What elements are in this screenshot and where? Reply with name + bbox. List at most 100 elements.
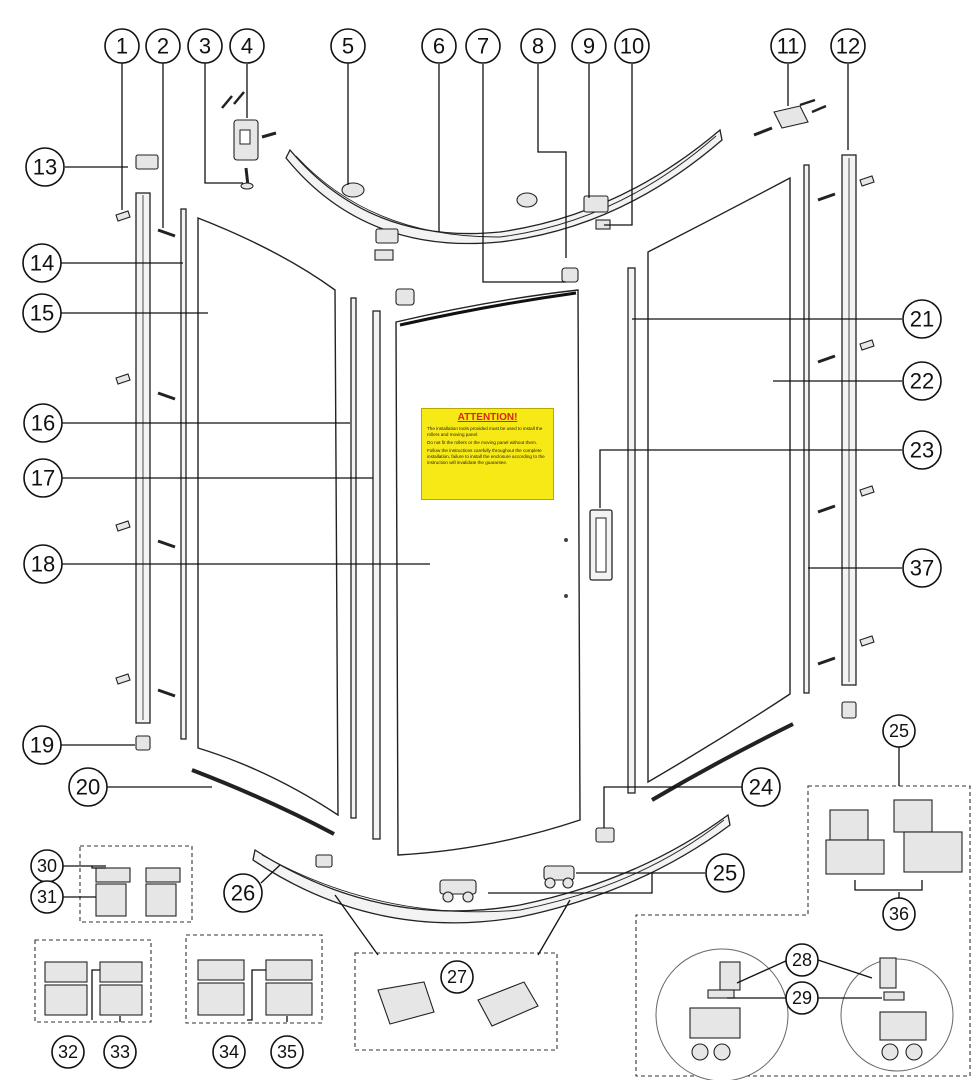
callout-14: 14	[22, 243, 62, 283]
warning-line-2: Do not fit the rollers or the moving pan…	[427, 440, 538, 445]
svg-text:6: 6	[433, 34, 445, 59]
callout-18: 18	[23, 544, 63, 584]
warning-line-1: The installation tools provided must be …	[427, 426, 543, 437]
rail-bracket-center	[374, 228, 399, 261]
right-glass-profile-21	[627, 267, 636, 794]
bottom-seal-right	[650, 722, 794, 802]
svg-text:36: 36	[889, 904, 909, 924]
callout-25: 25	[705, 853, 745, 893]
detail-box-34-35	[185, 934, 323, 1024]
callout-37: 37	[902, 548, 942, 588]
callout-23: 23	[902, 430, 942, 470]
left-wall-profile	[135, 192, 151, 724]
door-top-rollers	[395, 267, 579, 306]
svg-text:1: 1	[116, 34, 128, 59]
callout-13: 13	[25, 147, 65, 187]
right-wall-plugs-screws	[817, 175, 875, 666]
svg-text:5: 5	[342, 34, 354, 59]
left-wall-plugs-screws	[115, 210, 176, 698]
svg-text:33: 33	[110, 1042, 130, 1062]
callout-27: 27	[440, 960, 474, 994]
callout-21: 21	[902, 299, 942, 339]
callout-17: 17	[23, 458, 63, 498]
svg-text:29: 29	[792, 988, 812, 1008]
warning-line-3: Follow the instructions carefully throug…	[427, 448, 545, 465]
svg-text:9: 9	[583, 34, 595, 59]
detail-box-32-33	[34, 939, 152, 1023]
svg-text:15: 15	[30, 301, 54, 326]
right-profile-bottom-cap	[841, 701, 857, 719]
warning-title: ATTENTION!	[457, 412, 518, 423]
callout-34: 34	[212, 1035, 246, 1069]
top-right-bracket-11	[753, 98, 827, 137]
callout-26: 26	[223, 873, 263, 913]
top-curved-rail	[285, 128, 723, 245]
left-profile-bottom-cap	[135, 735, 151, 751]
svg-text:4: 4	[241, 34, 253, 59]
svg-text:8: 8	[532, 34, 544, 59]
callout-19: 19	[22, 725, 62, 765]
callout-24: 24	[741, 767, 781, 807]
bottom-rollers-25	[439, 865, 575, 903]
sliding-door-panel	[395, 289, 581, 856]
svg-text:7: 7	[477, 34, 489, 59]
svg-text:37: 37	[910, 556, 934, 581]
svg-text:31: 31	[37, 887, 57, 907]
svg-text:17: 17	[31, 466, 55, 491]
leader-lines	[60, 61, 902, 1022]
svg-text:12: 12	[836, 34, 860, 59]
svg-text:35: 35	[277, 1042, 297, 1062]
top-left-bracket-4	[221, 91, 277, 161]
callout-10: 10	[614, 28, 650, 64]
callout-22: 22	[902, 361, 942, 401]
svg-text:24: 24	[749, 775, 773, 800]
svg-text:34: 34	[219, 1042, 239, 1062]
svg-text:25: 25	[713, 861, 737, 886]
callout-20: 20	[68, 767, 108, 807]
detail-box-30-31	[79, 845, 193, 923]
svg-text:20: 20	[76, 775, 100, 800]
callout-30: 30	[30, 849, 64, 883]
svg-text:14: 14	[30, 251, 54, 276]
detail-box-27	[334, 894, 571, 1051]
rail-bracket-right	[583, 195, 611, 230]
svg-text:10: 10	[620, 34, 644, 59]
svg-text:23: 23	[910, 438, 934, 463]
svg-text:26: 26	[231, 881, 255, 906]
callout-25-detail: 25	[882, 714, 916, 748]
callout-3: 3	[187, 28, 223, 64]
top-left-screw-3	[240, 167, 254, 190]
callout-35: 35	[270, 1035, 304, 1069]
callout-33: 33	[103, 1035, 137, 1069]
callout-9: 9	[571, 28, 607, 64]
callout-32: 32	[51, 1035, 85, 1069]
svg-text:11: 11	[777, 34, 800, 59]
callout-28: 28	[785, 943, 819, 977]
right-fixed-glass-panel	[647, 176, 791, 784]
svg-text:27: 27	[447, 967, 467, 987]
callout-1: 1	[104, 28, 140, 64]
callout-12: 12	[830, 28, 866, 64]
svg-text:32: 32	[58, 1042, 78, 1062]
svg-text:28: 28	[792, 950, 812, 970]
right-wall-profile	[841, 154, 857, 686]
svg-text:21: 21	[910, 307, 934, 332]
bottom-curved-tray	[252, 813, 731, 924]
attention-warning-label: ATTENTION! The installation tools provid…	[421, 408, 554, 500]
door-handle	[589, 509, 613, 581]
left-profile-top-cap	[135, 154, 159, 170]
bottom-guide-24	[315, 827, 615, 868]
callout-15: 15	[22, 293, 62, 333]
svg-text:2: 2	[157, 34, 169, 59]
svg-text:19: 19	[30, 733, 54, 758]
callout-4: 4	[229, 28, 265, 64]
left-fixed-glass-panel	[197, 216, 339, 817]
rail-end-caps	[341, 182, 538, 208]
left-glass-profile-17	[372, 310, 381, 840]
callout-6: 6	[421, 28, 457, 64]
left-seal-strip	[180, 208, 187, 740]
callout-16: 16	[23, 403, 63, 443]
detail-box-rollers	[635, 785, 971, 1082]
svg-text:16: 16	[31, 411, 55, 436]
